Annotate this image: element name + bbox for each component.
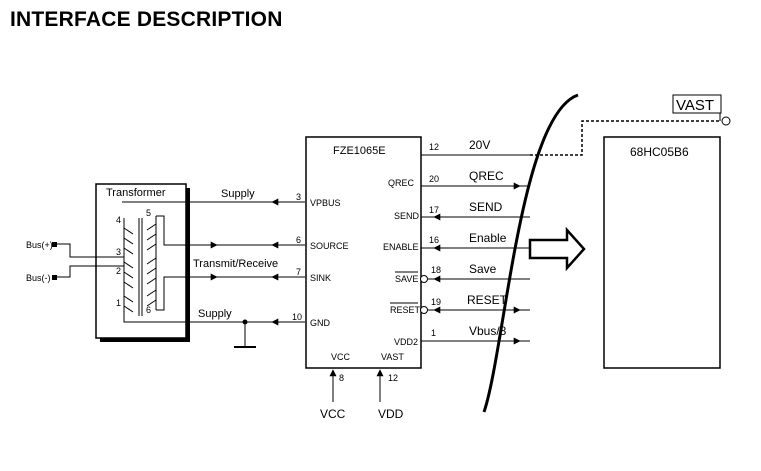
- signal-enable: Enable: [469, 231, 507, 245]
- mcu-name: 68HC05B6: [630, 145, 689, 159]
- ic-bottom-pin-name: VAST: [381, 352, 404, 362]
- ic-right-pin-num: 12: [429, 142, 439, 152]
- wire-transmit-receive-label: Transmit/Receive: [193, 258, 278, 270]
- transformer-label: Transformer: [106, 187, 166, 199]
- ic-right-pin-num: 17: [429, 205, 439, 215]
- ic-right-pin-name: VDD2: [394, 337, 418, 347]
- ic-right-pin-num: 19: [431, 297, 441, 307]
- ic-right-pin-num: 20: [429, 174, 439, 184]
- vast-terminal: [721, 116, 731, 126]
- signal-vbus8: Vbus/8: [469, 324, 507, 338]
- ic-name: FZE1065E: [333, 145, 386, 157]
- ic-right-pin-name: QREC: [388, 178, 415, 188]
- supply-vdd-label: VDD: [378, 407, 404, 421]
- ic-bottom-pin-num: 8: [339, 373, 344, 383]
- primary-coil: [123, 218, 180, 323]
- ic-left-pin-name: SOURCE: [310, 241, 349, 251]
- secondary-coil: [146, 215, 180, 311]
- ic-left-pin-name: GND: [310, 318, 331, 328]
- signal-20v: 20V: [469, 138, 490, 152]
- ic-bottom-pin-num: 12: [388, 373, 398, 383]
- transformer-pin-1: 1: [116, 298, 121, 308]
- ic-left-pin-num: 7: [296, 267, 301, 277]
- ic-right-pin-num: 18: [431, 265, 441, 275]
- ic-right-pin-name: ENABLE: [383, 242, 419, 252]
- signal-send: SEND: [469, 200, 503, 214]
- bus-minus-wire: [57, 265, 124, 278]
- supply-vcc-label: VCC: [320, 407, 346, 421]
- wire-supply-bottom-label: Supply: [198, 308, 232, 320]
- ic-left-pin-num: 10: [292, 312, 302, 322]
- ic-left-pin-num: 3: [296, 192, 301, 202]
- interface-arrow: [528, 226, 586, 272]
- ic-bottom-pin-name: VCC: [331, 352, 351, 362]
- transformer-pin-2: 2: [116, 266, 121, 276]
- transformer-pin-3: 3: [116, 247, 121, 257]
- ic-right-pin-name: RESET: [390, 305, 421, 315]
- ic-box: [305, 136, 422, 369]
- signal-save: Save: [469, 262, 497, 276]
- ic-left-pin-num: 6: [296, 235, 301, 245]
- page-title: INTERFACE DESCRIPTION: [10, 8, 283, 31]
- ic-right-pin-num: 1: [431, 328, 436, 338]
- signal-reset: RESET: [467, 293, 508, 307]
- bus-bracket: [482, 93, 579, 413]
- vast-label: VAST: [676, 97, 714, 114]
- transformer-pin-4: 4: [116, 215, 121, 225]
- mcu-box: [603, 136, 721, 369]
- ic-left-pin-name: SINK: [310, 273, 331, 283]
- bus-minus-terminal: [52, 275, 57, 280]
- ic-right-pin-name: SEND: [394, 211, 420, 221]
- transformer-pin-5: 5: [146, 208, 151, 218]
- bus-plus-wire: [57, 243, 124, 258]
- transformer-box: [95, 183, 187, 339]
- bus-minus-label: Bus(-): [26, 273, 51, 283]
- ic-right-pin-num: 16: [429, 235, 439, 245]
- wire-supply-top-label: Supply: [221, 188, 255, 200]
- ic-right-pin-name: SAVE: [395, 274, 418, 284]
- ic-left-pin-name: VPBUS: [310, 198, 341, 208]
- bus-plus-label: Bus(+): [26, 240, 53, 250]
- reset-inversion-bubble: [420, 306, 428, 314]
- save-inversion-bubble: [420, 275, 428, 283]
- signal-qrec: QREC: [469, 169, 504, 183]
- transformer-pin-6: 6: [146, 305, 151, 315]
- bus-plus-terminal: [52, 242, 57, 247]
- wire-20v-to-vast: [530, 120, 720, 156]
- vast-label-box: [672, 94, 722, 114]
